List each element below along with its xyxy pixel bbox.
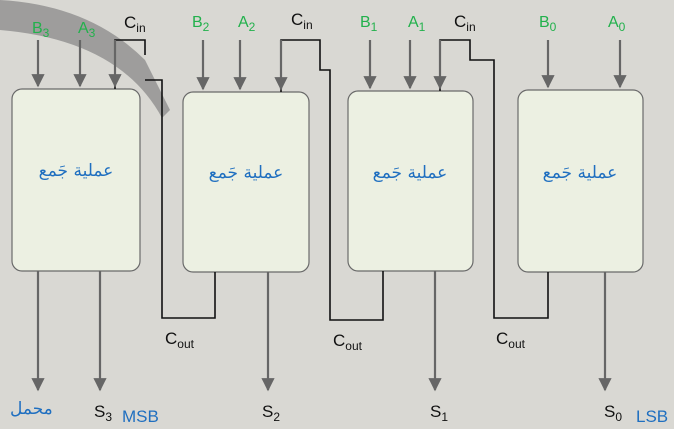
- label-a3: A3: [78, 20, 96, 40]
- label-lsb: LSB: [636, 407, 668, 426]
- label-b3: B3: [32, 20, 50, 40]
- label-s3: S3: [94, 402, 112, 424]
- label-cin2: Cin: [291, 10, 313, 32]
- label-s2: S2: [262, 402, 280, 424]
- carry-wire-0-to-1: [439, 39, 549, 319]
- decorative-swoosh: [0, 0, 170, 118]
- label-cout2: Cout: [165, 329, 195, 351]
- label-s1: S1: [430, 402, 448, 424]
- label-b0: B0: [539, 14, 557, 34]
- label-carry-out: محمل: [10, 399, 53, 419]
- label-a2: A2: [238, 14, 256, 34]
- adder-title-2: عملية جَمع: [209, 163, 284, 183]
- adder-box-2: [182, 91, 310, 273]
- adder-title-3: عملية جَمع: [39, 161, 114, 181]
- label-cin1: Cin: [454, 12, 476, 34]
- label-s0: S0: [604, 402, 622, 424]
- label-b2: B2: [192, 14, 210, 34]
- label-b1: B1: [360, 14, 378, 34]
- label-cout1: Cout: [333, 331, 363, 353]
- adder-title-1: عملية جَمع: [373, 163, 448, 183]
- adder-box-3: [11, 88, 141, 272]
- adder-box-1: [347, 90, 474, 272]
- label-cout0: Cout: [496, 329, 526, 351]
- label-a1: A1: [408, 14, 426, 34]
- carry-wire-1-to-2: [280, 39, 384, 321]
- label-a0: A0: [608, 14, 626, 34]
- carry-wire-2-to-3: [145, 79, 216, 319]
- label-cin3: Cin: [124, 13, 146, 35]
- label-msb: MSB: [122, 407, 159, 426]
- adder-title-0: عملية جَمع: [543, 163, 618, 183]
- adder-box-0: [517, 89, 644, 273]
